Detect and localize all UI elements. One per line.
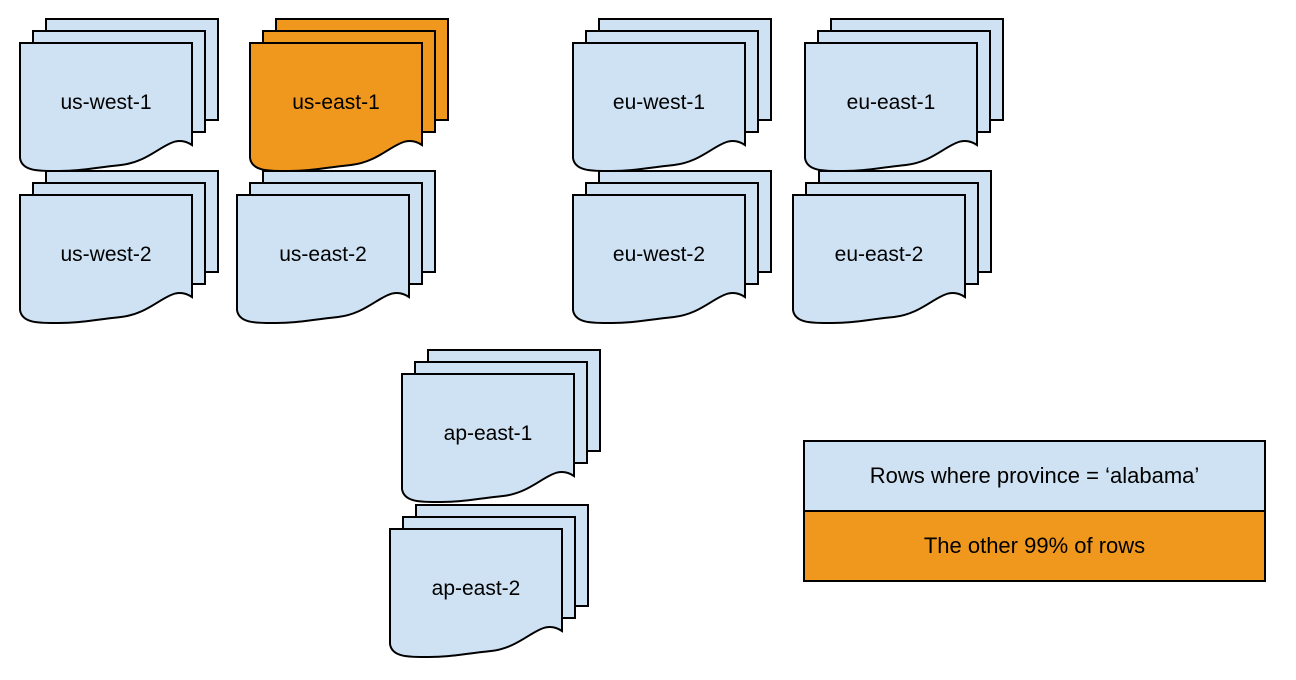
document-stack-icon — [19, 170, 219, 325]
legend-label-other: The other 99% of rows — [923, 533, 1146, 558]
document-stack-icon — [572, 18, 772, 173]
stack-ap-east-1: ap-east-1 — [401, 349, 601, 505]
stack-us-east-1: us-east-1 — [249, 18, 449, 174]
document-stack-icon — [19, 18, 219, 173]
stack-eu-west-1: eu-west-1 — [572, 18, 772, 174]
stack-eu-east-1: eu-east-1 — [804, 18, 1004, 174]
legend-row-alabama: Rows where province = ‘alabama’ — [805, 442, 1264, 510]
document-stack-icon — [249, 18, 449, 173]
legend: Rows where province = ‘alabama’ The othe… — [803, 440, 1266, 582]
document-stack-icon — [572, 170, 772, 325]
document-stack-icon — [236, 170, 436, 325]
stack-us-east-2: us-east-2 — [236, 170, 436, 326]
stack-ap-east-2: ap-east-2 — [389, 504, 589, 660]
document-stack-icon — [401, 349, 601, 504]
stack-eu-west-2: eu-west-2 — [572, 170, 772, 326]
stack-eu-east-2: eu-east-2 — [792, 170, 992, 326]
document-stack-icon — [804, 18, 1004, 173]
document-stack-icon — [389, 504, 589, 659]
stack-us-west-2: us-west-2 — [19, 170, 219, 326]
legend-label-alabama: Rows where province = ‘alabama’ — [869, 463, 1200, 488]
legend-row-other: The other 99% of rows — [805, 510, 1264, 580]
document-stack-icon — [792, 170, 992, 325]
stack-us-west-1: us-west-1 — [19, 18, 219, 174]
